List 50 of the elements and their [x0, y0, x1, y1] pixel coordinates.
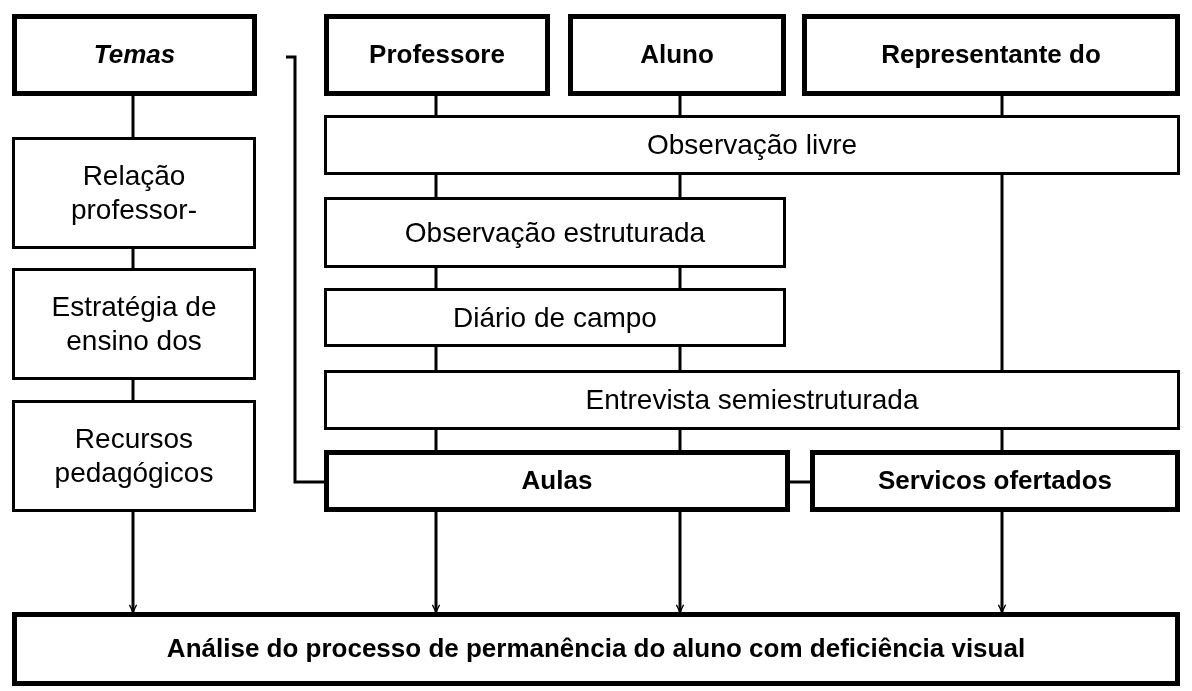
connector-line: [678, 347, 682, 370]
connector-line: [1000, 175, 1004, 370]
participant-header-box: [568, 14, 786, 96]
node-label: Aluno: [640, 39, 714, 71]
node-label: Estratégia de ensino dos: [50, 290, 218, 358]
arrow: [675, 512, 685, 613]
participant-header-box: [324, 14, 550, 96]
connector-line: [434, 96, 438, 115]
method-box: [324, 288, 786, 347]
arrow: [997, 512, 1007, 613]
connector-line: [131, 96, 135, 137]
node-label: Recursos pedagógicos: [53, 422, 215, 490]
connector-line: [131, 380, 135, 400]
node-label: Representante do: [881, 39, 1101, 71]
node-label: Temas: [93, 39, 176, 71]
arrow: [431, 512, 441, 613]
node-label: Diário de campo: [453, 300, 657, 335]
connector-line: [1000, 430, 1004, 450]
connector-line: [286, 55, 324, 484]
method-box: [324, 115, 1180, 175]
node-label: Análise do processo de permanência do aluno com deficiência visual: [166, 633, 1026, 665]
method-box: [324, 197, 786, 268]
context-box: [810, 450, 1180, 512]
node-label: Observação livre: [646, 128, 858, 162]
connector-line: [678, 430, 682, 450]
node-label: Relação professor-: [69, 159, 198, 227]
node-label: Servicos ofertados: [877, 465, 1113, 497]
analysis-box: [12, 612, 1180, 686]
connector-line: [131, 249, 135, 268]
arrow: [128, 512, 138, 613]
context-box: [324, 450, 790, 512]
participant-header-box: [802, 14, 1180, 96]
node-label: Entrevista semiestruturada: [585, 383, 919, 417]
node-label: Professore: [369, 39, 505, 71]
node-label: Observação estruturada: [404, 215, 706, 250]
theme-box: [12, 268, 256, 380]
connector-line: [434, 347, 438, 370]
connector-line: [678, 96, 682, 115]
connector-line: [434, 268, 438, 288]
connector-line: [678, 268, 682, 288]
method-box: [324, 370, 1180, 430]
connector-line: [790, 480, 810, 484]
theme-box: [12, 400, 256, 512]
node-label: Aulas: [521, 465, 593, 497]
connector-line: [434, 175, 438, 197]
theme-header-box: [12, 14, 257, 96]
connector-line: [1000, 96, 1004, 115]
connector-line: [434, 430, 438, 450]
connector-line: [678, 175, 682, 197]
theme-box: [12, 137, 256, 249]
